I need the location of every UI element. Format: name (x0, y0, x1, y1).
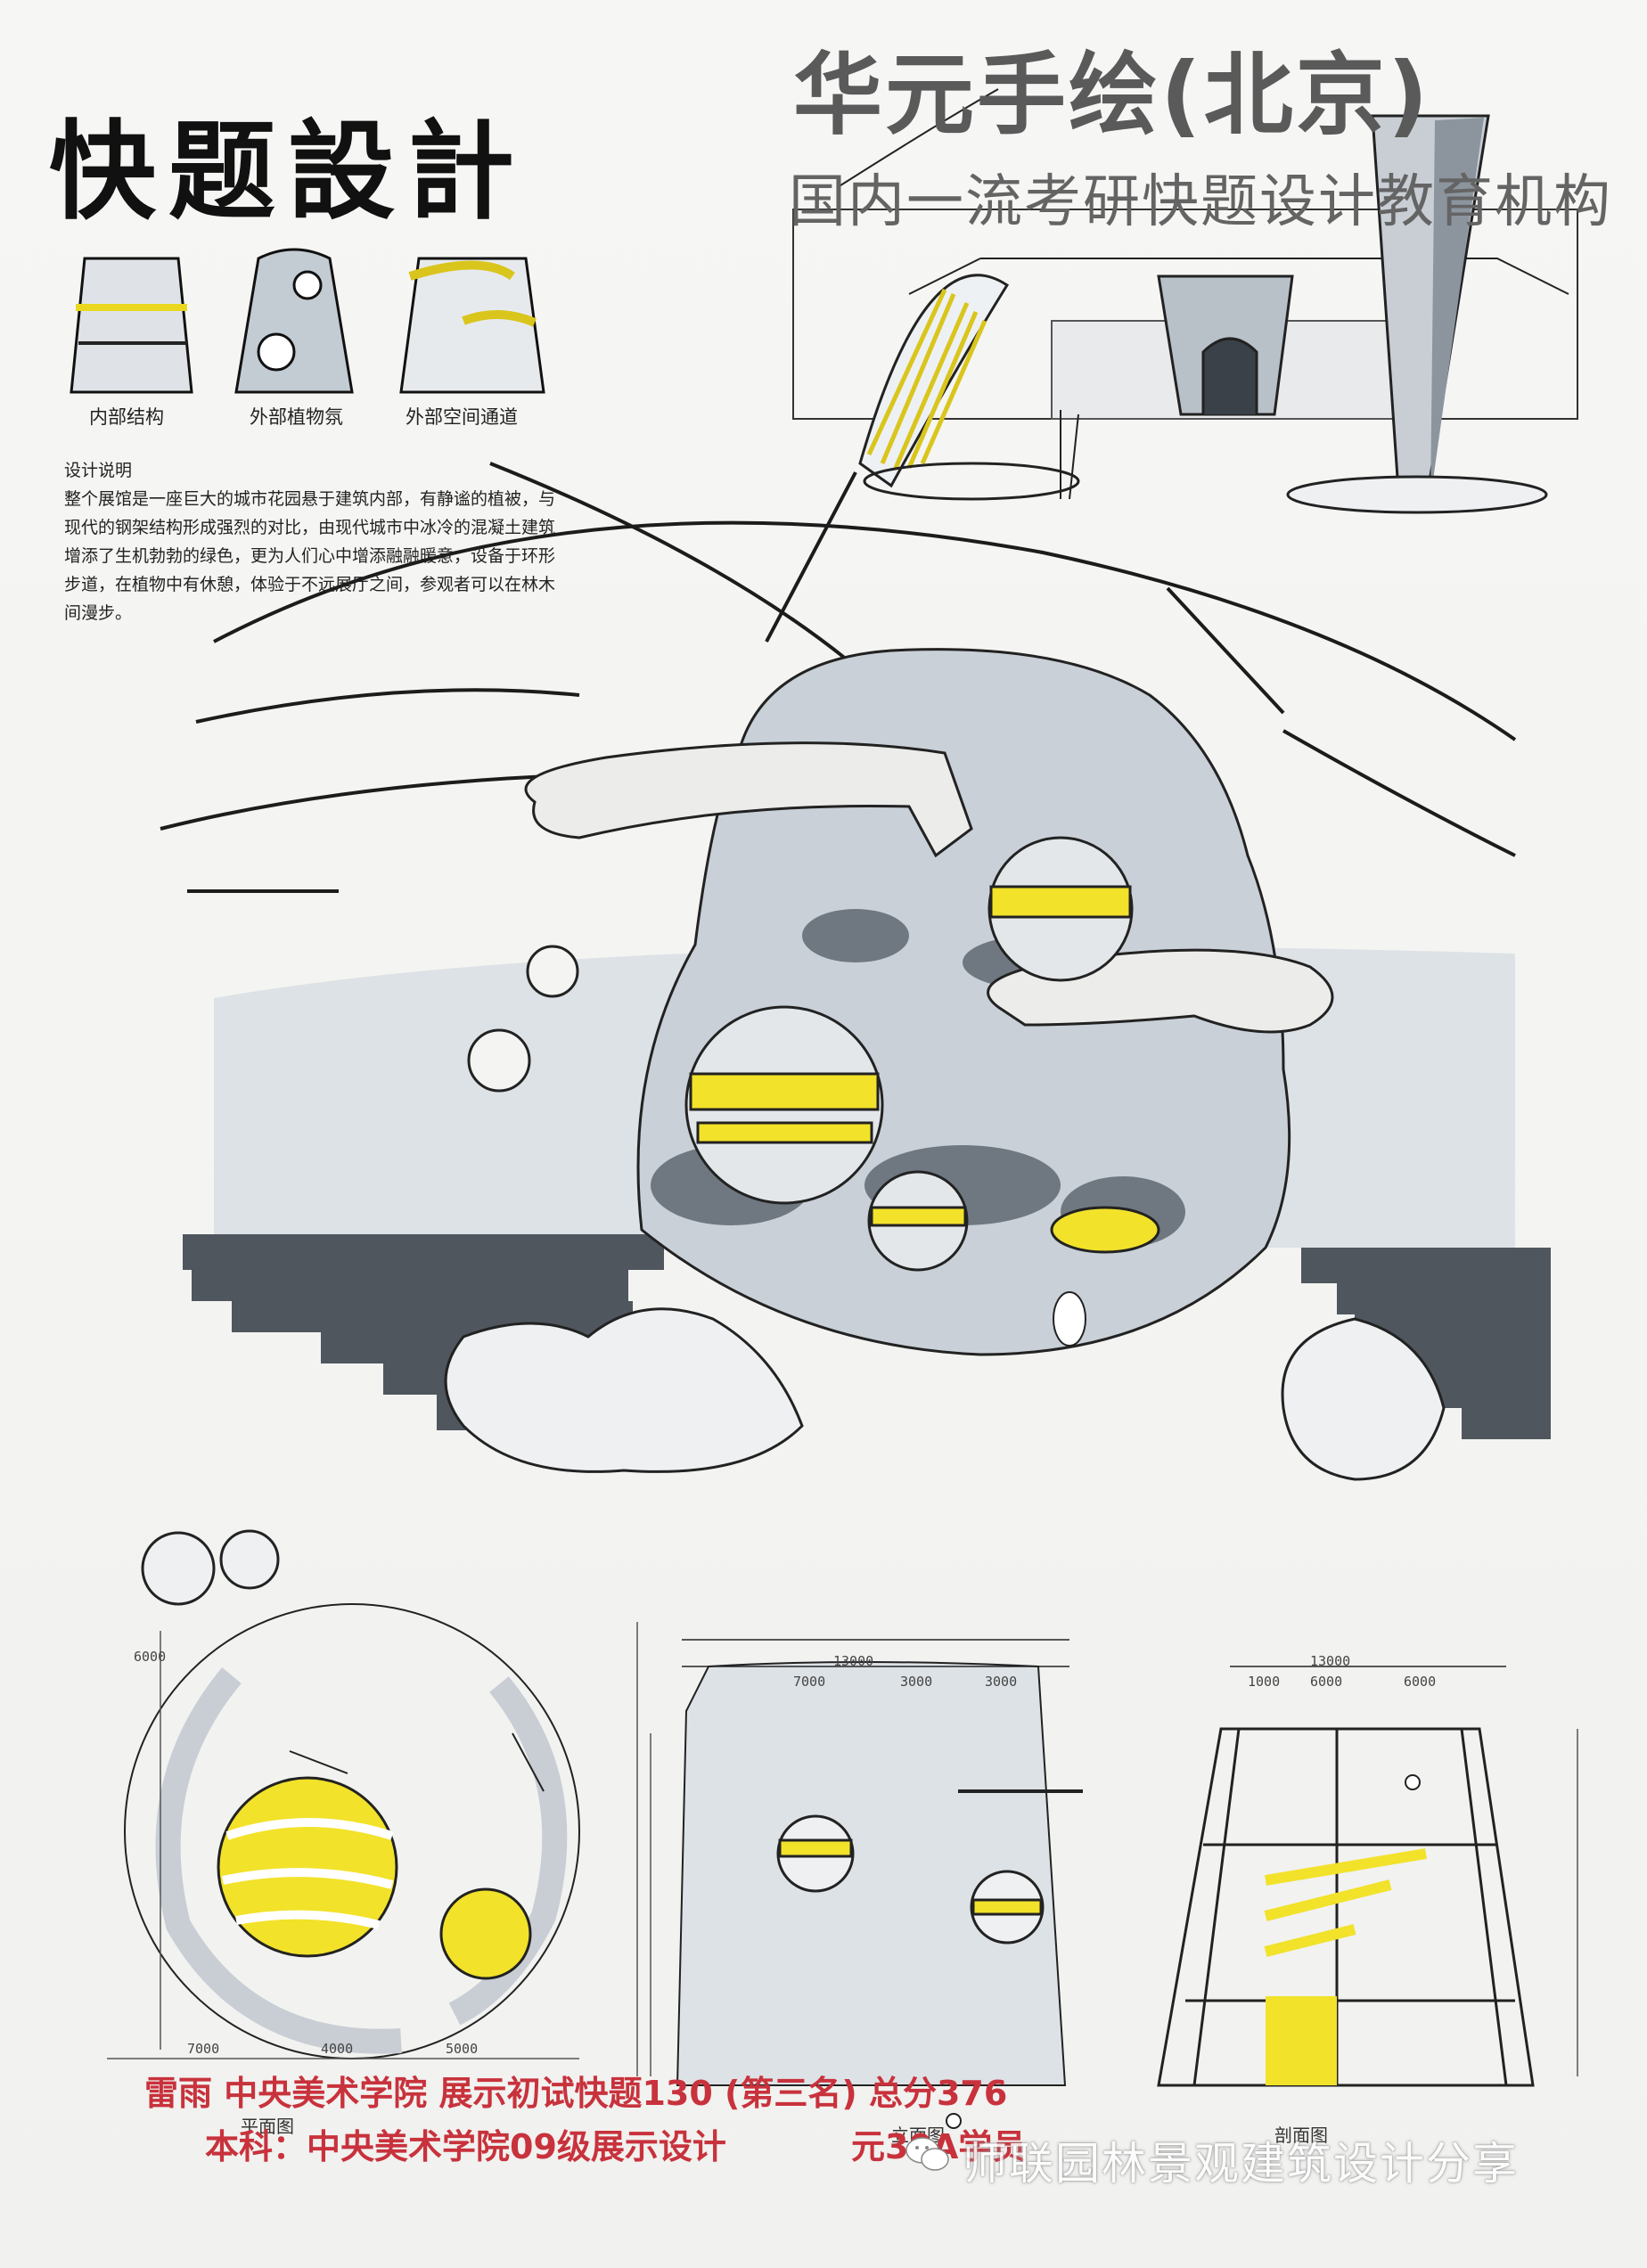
description-title: 设计说明 (64, 461, 133, 480)
yellow-pods (684, 836, 1160, 1272)
dimension-lines (107, 1622, 1578, 2076)
description-body: 整个展馆是一座巨大的城市花园悬于建筑内部，有静谧的植被，与现代的钢架结构形成强烈… (64, 489, 556, 623)
concept-thumbnails (70, 248, 545, 394)
wechat-icon (905, 2137, 949, 2171)
section-drawing (1157, 1666, 1535, 2087)
design-description: 设计说明 整个展馆是一座巨大的城市花园悬于建筑内部，有静谧的植被，与现代的钢架结… (64, 456, 563, 627)
side-part-dim-2: 6000 (1310, 1674, 1343, 1690)
brand-title: 华元手绘(北京) (793, 43, 1431, 147)
side-part-dim-1: 1000 (1248, 1674, 1281, 1690)
concept-caption-1: 内部结构 (89, 406, 164, 428)
plan-drawing (124, 1603, 580, 2059)
hand-title: 快题設計 (49, 109, 527, 234)
front-part-dim-3: 3000 (985, 1674, 1018, 1690)
plan-bottom-dim-2: 4000 (321, 2041, 354, 2057)
plan-bottom-dim-3: 5000 (446, 2041, 479, 2057)
side-total-dim: 13000 (1310, 1653, 1351, 1669)
credit-line-2: 本科：中央美术学院09级展示设计 (205, 2127, 726, 2166)
brand-subtitle: 国内一流考研快题设计教育机构 (789, 169, 1612, 235)
concept-caption-3: 外部空间通道 (406, 406, 518, 428)
plan-label: 平面图 (241, 2116, 294, 2137)
plan-bottom-dim-1: 7000 (187, 2041, 220, 2057)
front-part-dim-2: 3000 (900, 1674, 933, 1690)
front-part-dim-1: 7000 (793, 1674, 826, 1690)
scale-figures (946, 1291, 1421, 2129)
watermark-text: 师联园林景观建筑设计分享 (963, 2138, 1519, 2190)
credit-line-1: 雷雨 中央美术学院 展示初试快题130 (第三名) 总分376 (144, 2074, 1008, 2113)
elevation-drawing (676, 1639, 1083, 2086)
side-part-dim-3: 6000 (1404, 1674, 1437, 1690)
section-label: 剖面图 (1274, 2125, 1328, 2146)
interior-perspective-sketch (792, 88, 1578, 514)
front-total-dim: 13000 (833, 1653, 874, 1669)
plan-top-dim: 6000 (134, 1649, 167, 1665)
concept-caption-2: 外部植物氛 (250, 406, 343, 428)
main-perspective-frame (160, 462, 1517, 893)
